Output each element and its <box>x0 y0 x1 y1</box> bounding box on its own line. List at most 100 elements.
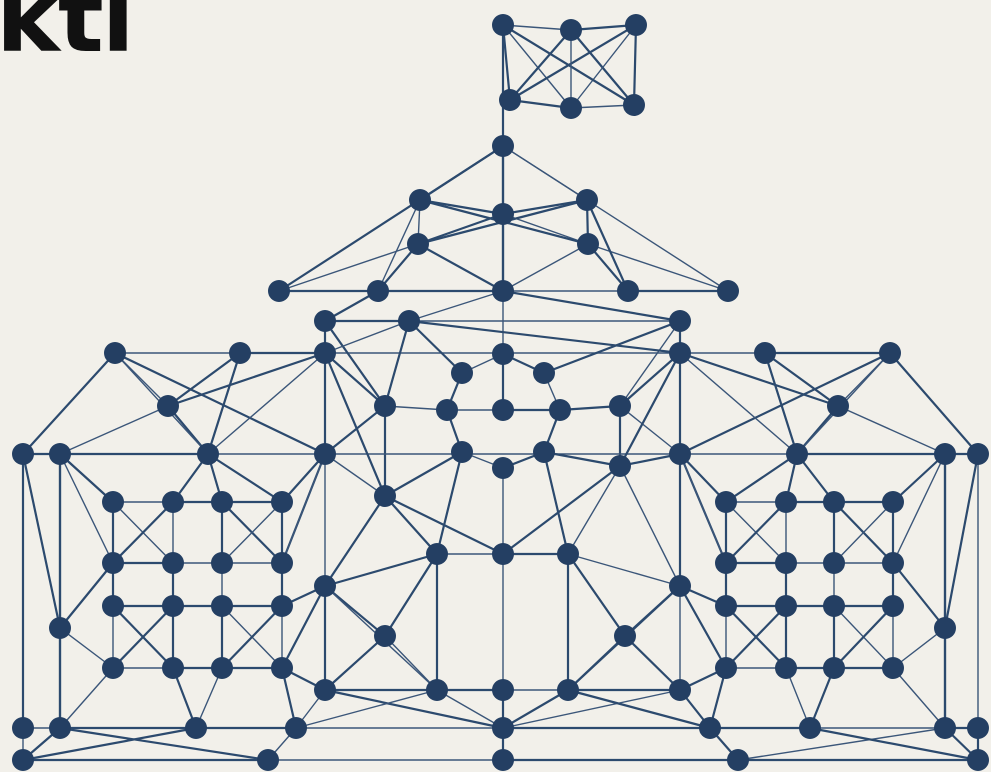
network-node <box>492 343 514 365</box>
network-node <box>49 617 71 639</box>
network-node <box>12 749 34 771</box>
network-node <box>197 443 219 465</box>
network-node <box>717 280 739 302</box>
network-edge <box>738 728 945 760</box>
network-node <box>409 189 431 211</box>
network-node <box>699 717 721 739</box>
network-edge <box>385 321 409 406</box>
network-node <box>492 749 514 771</box>
network-node <box>314 342 336 364</box>
network-node <box>533 441 555 463</box>
network-node <box>775 657 797 679</box>
network-node <box>715 552 737 574</box>
network-node <box>398 310 420 332</box>
network-node <box>407 233 429 255</box>
network-node <box>162 595 184 617</box>
network-node <box>271 657 293 679</box>
network-node <box>967 717 989 739</box>
network-edge <box>890 353 978 454</box>
network-node <box>257 749 279 771</box>
network-node <box>492 717 514 739</box>
network-node <box>314 575 336 597</box>
network-edge <box>544 452 568 554</box>
network-node <box>617 280 639 302</box>
network-node <box>162 657 184 679</box>
network-node <box>775 595 797 617</box>
network-edge <box>765 353 838 406</box>
network-node <box>669 310 691 332</box>
network-node <box>162 491 184 513</box>
network-node <box>12 717 34 739</box>
network-node <box>157 395 179 417</box>
network-edge <box>60 563 113 628</box>
network-edge <box>279 146 503 291</box>
network-node <box>823 491 845 513</box>
network-node <box>882 552 904 574</box>
network-edge <box>325 406 385 454</box>
network-edge <box>23 454 60 628</box>
network-edge <box>544 321 680 373</box>
network-edge <box>385 496 437 554</box>
network-node <box>314 310 336 332</box>
network-node <box>436 399 458 421</box>
network-edge <box>634 25 636 105</box>
network-node <box>775 552 797 574</box>
network-edge <box>620 321 680 406</box>
network-edge <box>893 563 945 628</box>
network-node <box>229 342 251 364</box>
network-node <box>492 14 514 36</box>
network-node <box>967 749 989 771</box>
network-node <box>492 280 514 302</box>
network-node <box>823 595 845 617</box>
network-edge <box>893 668 945 728</box>
network-node <box>211 491 233 513</box>
network-node <box>492 543 514 565</box>
network-node <box>609 455 631 477</box>
network-node <box>492 203 514 225</box>
network-node <box>492 457 514 479</box>
network-node <box>49 717 71 739</box>
network-node <box>577 233 599 255</box>
network-node <box>715 657 737 679</box>
network-node <box>285 717 307 739</box>
network-edge <box>945 454 978 628</box>
network-edge <box>325 636 385 690</box>
network-edge <box>409 291 503 321</box>
network-edge <box>208 353 240 454</box>
network-node <box>102 552 124 574</box>
network-edge <box>568 554 680 586</box>
network-node <box>102 595 124 617</box>
network-node <box>557 543 579 565</box>
network-node <box>314 443 336 465</box>
network-node <box>669 342 691 364</box>
network-node <box>268 280 290 302</box>
network-node <box>451 362 473 384</box>
network-node <box>557 679 579 701</box>
network-node <box>623 94 645 116</box>
network-node <box>882 657 904 679</box>
network-edge <box>168 353 240 406</box>
network-node <box>669 575 691 597</box>
network-node <box>576 189 598 211</box>
network-node <box>882 595 904 617</box>
network-edge <box>208 353 325 454</box>
network-node <box>492 679 514 701</box>
network-node <box>102 491 124 513</box>
network-node <box>879 342 901 364</box>
network-edge <box>23 353 115 454</box>
network-node <box>934 617 956 639</box>
network-node <box>271 552 293 574</box>
network-node <box>314 679 336 701</box>
network-node <box>560 97 582 119</box>
network-node <box>786 443 808 465</box>
network-node <box>823 657 845 679</box>
network-edge <box>510 30 571 100</box>
network-node <box>162 552 184 574</box>
network-node <box>211 552 233 574</box>
network-edge <box>680 353 797 454</box>
network-node <box>560 19 582 41</box>
network-edge <box>568 554 625 636</box>
network-node <box>374 625 396 647</box>
network-node <box>715 491 737 513</box>
network-node <box>882 491 904 513</box>
